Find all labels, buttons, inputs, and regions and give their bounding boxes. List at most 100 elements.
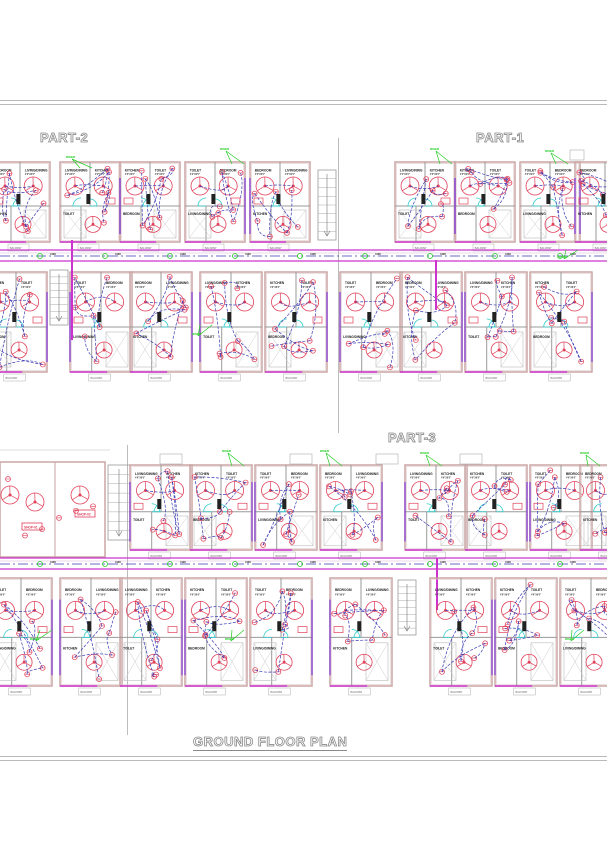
svg-text:4'6"X6'0": 4'6"X6'0" — [430, 173, 440, 176]
svg-text:TOILET: TOILET — [260, 472, 271, 476]
svg-text:4'6"X6'0": 4'6"X6'0" — [535, 477, 545, 480]
svg-text:BEDROOM: BEDROOM — [468, 518, 485, 522]
svg-text:TOILET: TOILET — [301, 281, 312, 285]
svg-text:RISER: RISER — [66, 155, 76, 159]
svg-text:KITCHEN: KITCHEN — [253, 212, 268, 216]
svg-text:BALCONY: BALCONY — [275, 555, 287, 558]
svg-text:4'6"X6'0": 4'6"X6'0" — [255, 173, 265, 176]
svg-text:4100: 4100 — [310, 560, 316, 564]
apartment-unit: BEDROOMLIVING/DININGKITCHEN4'6"X6'0"4'6"… — [579, 464, 607, 560]
svg-text:SHOP-01: SHOP-01 — [24, 526, 38, 530]
svg-text:BALCONY: BALCONY — [90, 377, 102, 380]
svg-text:KITCHEN: KITCHEN — [470, 472, 485, 476]
svg-text:4'6"X6'0": 4'6"X6'0" — [436, 286, 446, 289]
svg-text:4'6"X6'0": 4'6"X6'0" — [301, 286, 311, 289]
svg-text:LIVING/DINING: LIVING/DINING — [356, 472, 379, 476]
svg-text:RISER: RISER — [420, 451, 430, 455]
svg-text:TOILET: TOILET — [525, 169, 536, 173]
svg-text:4'6"X6'0": 4'6"X6'0" — [65, 173, 75, 176]
svg-text:4100: 4100 — [115, 560, 121, 564]
svg-text:BALCONY: BALCONY — [595, 247, 607, 250]
apartment-unit: KITCHENTOILETBEDROOM4'6"X6'0"4'6"X6'0"BA… — [0, 271, 48, 382]
svg-text:TOILET: TOILET — [345, 281, 356, 285]
svg-text:4100: 4100 — [505, 252, 511, 256]
svg-text:BALCONY: BALCONY — [485, 555, 497, 558]
svg-text:LIVING/DINING: LIVING/DINING — [436, 281, 459, 285]
svg-text:4100: 4100 — [375, 560, 381, 564]
svg-text:4'6"X6'0": 4'6"X6'0" — [596, 593, 606, 596]
part-3-label: PART-3 — [388, 430, 437, 446]
svg-text:4'6"X6'0": 4'6"X6'0" — [466, 593, 476, 596]
svg-text:TOILET: TOILET — [226, 472, 237, 476]
svg-text:BALCONY: BALCONY — [210, 555, 222, 558]
svg-text:BEDROOM: BEDROOM — [555, 169, 572, 173]
svg-text:KITCHEN: KITCHEN — [190, 588, 205, 592]
staircase — [397, 579, 417, 636]
svg-text:4'6"X6'0": 4'6"X6'0" — [106, 286, 116, 289]
apartment-unit: TOILETBEDROOMLIVING/DINING4'6"X6'0"4'6"X… — [559, 577, 607, 696]
svg-text:BEDROOM: BEDROOM — [123, 212, 140, 216]
svg-text:4'6"X6'0": 4'6"X6'0" — [460, 173, 470, 176]
svg-text:4'6"X6'0": 4'6"X6'0" — [470, 286, 480, 289]
svg-text:4'6"X6'0": 4'6"X6'0" — [166, 286, 176, 289]
svg-text:LIVING/DINING: LIVING/DINING — [366, 588, 389, 592]
svg-text:4'6"X6'0": 4'6"X6'0" — [441, 477, 451, 480]
svg-text:LIVING/DINING: LIVING/DINING — [188, 212, 211, 216]
svg-text:4'6"X6'0": 4'6"X6'0" — [585, 477, 595, 480]
svg-text:BALCONY: BALCONY — [580, 691, 592, 694]
svg-text:TOILET: TOILET — [21, 281, 32, 285]
svg-text:RISER: RISER — [220, 147, 230, 151]
svg-text:BEDROOM: BEDROOM — [533, 335, 550, 339]
svg-text:4'6"X6'0": 4'6"X6'0" — [566, 286, 576, 289]
svg-text:BALCONY: BALCONY — [270, 247, 282, 250]
svg-text:4'6"X6'0": 4'6"X6'0" — [125, 173, 135, 176]
svg-text:BEDROOM: BEDROOM — [255, 169, 272, 173]
apartment-unit: TOILETBEDROOMLIVING/DINING4'6"X6'0"4'6"X… — [0, 577, 53, 696]
svg-text:BEDROOM: BEDROOM — [458, 212, 475, 216]
apartment-unit: BEDROOMLIVING/DININGKITCHEN4'6"X6'0"4'6"… — [0, 161, 51, 252]
floor-plan-upper: BEDROOM LIVING/DINING KITCHEN 4'6"X6'0" 4'6"… — [0, 147, 607, 382]
svg-text:4'6"X6'0": 4'6"X6'0" — [400, 173, 410, 176]
svg-text:4'6"X6'0": 4'6"X6'0" — [221, 593, 231, 596]
svg-text:LIVING/DINING: LIVING/DINING — [96, 588, 119, 592]
svg-text:RISER: RISER — [580, 451, 590, 455]
svg-text:4'6"X6'0": 4'6"X6'0" — [135, 286, 145, 289]
riser-tag: RISER — [220, 147, 245, 165]
svg-text:RISER: RISER — [558, 255, 568, 259]
svg-text:KITCHEN: KITCHEN — [195, 472, 210, 476]
svg-text:BEDROOM: BEDROOM — [291, 472, 308, 476]
frame-border-top-inner — [0, 104, 607, 105]
svg-text:LIVING/DINING: LIVING/DINING — [470, 281, 493, 285]
svg-text:LIVING/DINING: LIVING/DINING — [205, 281, 228, 285]
svg-text:KITCHEN: KITCHEN — [166, 472, 181, 476]
svg-text:BEDROOM: BEDROOM — [286, 588, 303, 592]
riser-tag: RISER — [192, 324, 213, 337]
drawing-title: GROUND FLOOR PLAN — [193, 734, 348, 751]
svg-text:4'6"X6'0": 4'6"X6'0" — [95, 173, 105, 176]
svg-text:KITCHEN: KITCHEN — [156, 588, 171, 592]
svg-text:4'6"X6'0": 4'6"X6'0" — [135, 477, 145, 480]
svg-text:BALCONY: BALCONY — [150, 555, 162, 558]
svg-text:4100: 4100 — [310, 252, 316, 256]
svg-text:BALCONY: BALCONY — [425, 555, 437, 558]
riser-tag: RISER — [320, 449, 343, 467]
svg-text:4'6"X6'0": 4'6"X6'0" — [566, 477, 576, 480]
svg-text:LIVING/DINING: LIVING/DINING — [135, 472, 158, 476]
svg-text:TOILET: TOILET — [75, 281, 86, 285]
svg-text:4100: 4100 — [570, 560, 576, 564]
svg-text:BEDROOM: BEDROOM — [188, 646, 205, 650]
svg-text:BALCONY: BALCONY — [150, 377, 162, 380]
svg-text:4'6"X6'0": 4'6"X6'0" — [0, 593, 5, 596]
svg-text:BEDROOM: BEDROOM — [325, 472, 342, 476]
svg-text:TOILET: TOILET — [468, 335, 479, 339]
svg-text:RISER: RISER — [565, 637, 575, 641]
svg-text:KITCHEN: KITCHEN — [535, 281, 550, 285]
svg-text:LIVING/DINING: LIVING/DINING — [258, 518, 281, 522]
